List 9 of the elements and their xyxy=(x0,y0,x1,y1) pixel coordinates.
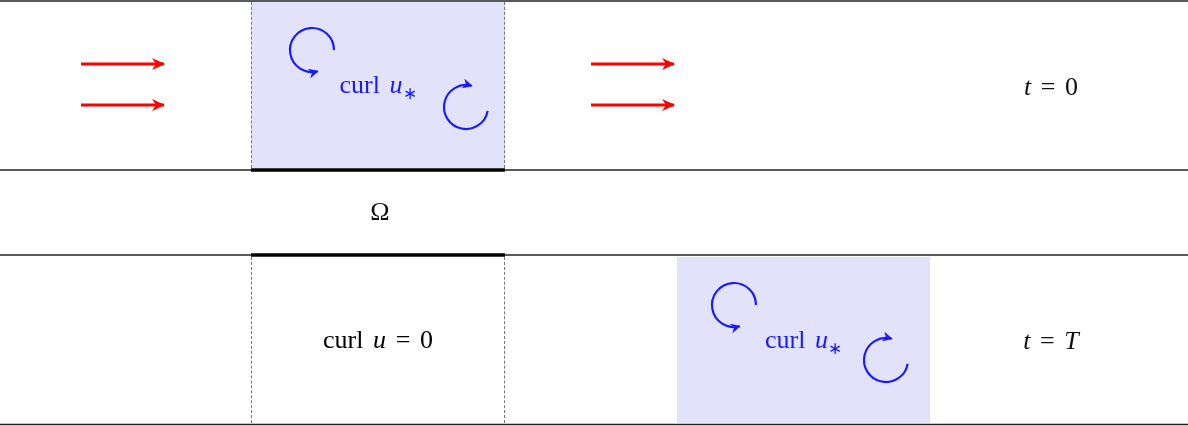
math-label: curl u$_{∗}$ xyxy=(764,324,842,356)
math-label: t = T xyxy=(1023,325,1079,357)
math-label: t = 0 xyxy=(1023,71,1079,103)
dashed-region xyxy=(251,257,505,423)
math-label: curl u$_{∗}$ xyxy=(339,69,417,101)
shaded-region xyxy=(677,257,930,423)
math-label: Ω xyxy=(370,196,390,228)
math-label: curl u = 0 xyxy=(323,324,433,356)
shaded-region xyxy=(251,2,505,168)
